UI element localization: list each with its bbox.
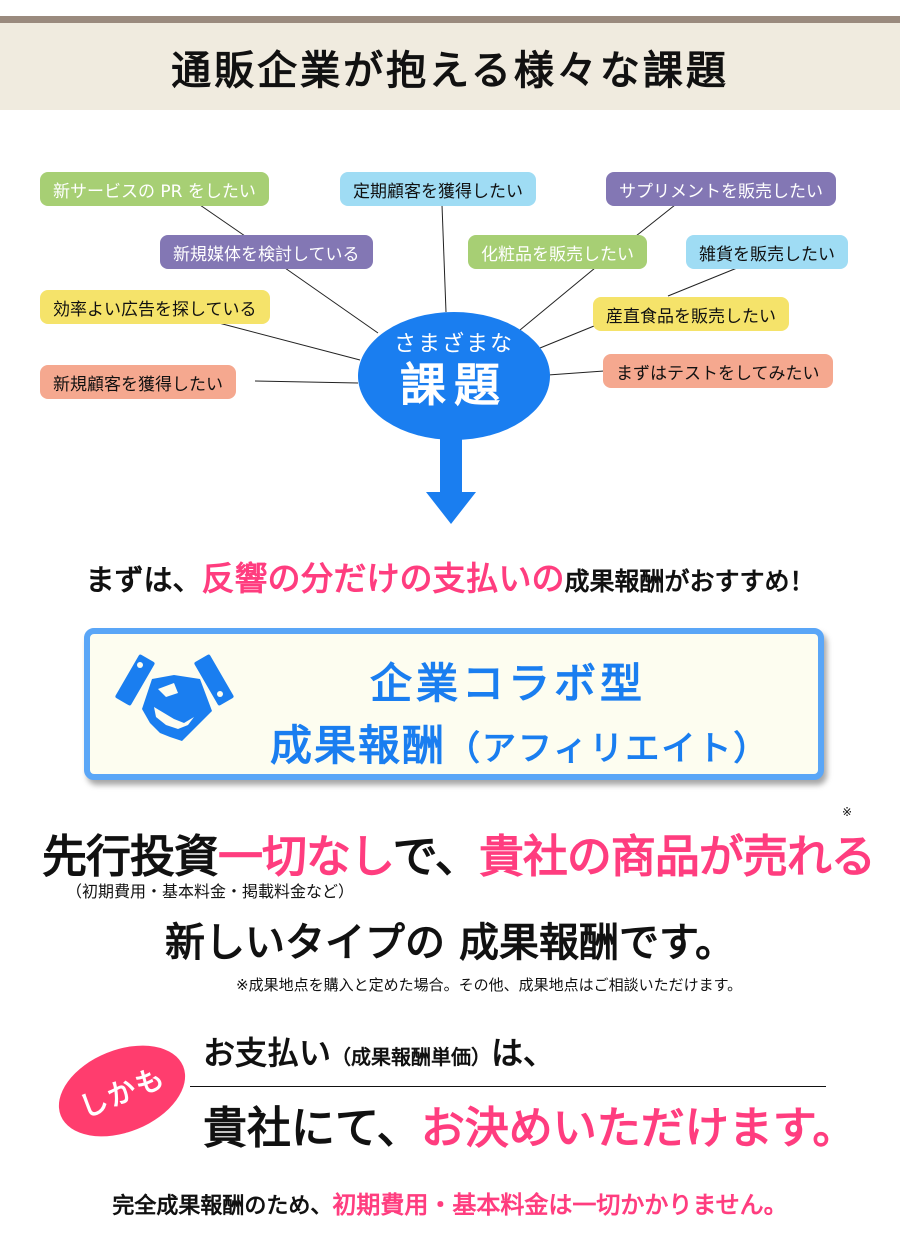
pay-paren: （成果報酬単価） (331, 1045, 492, 1069)
recommendation-line: まずは、反響の分だけの支払いの成果報酬がおすすめ！ (0, 552, 900, 600)
connector-line (284, 267, 379, 334)
connector-line (635, 204, 676, 237)
issue-tag: 雑貨を販売したい (686, 235, 848, 269)
shikamo-text: しかも (74, 1060, 171, 1125)
footer-pink: 初期費用・基本料金は一切かかりません。 (332, 1191, 788, 1219)
connector-line (214, 321, 361, 361)
issue-label: まずはテストをしてみたい (616, 363, 820, 384)
issue-label: 新サービスの PR をしたい (53, 181, 256, 202)
issue-label: 産直食品を販売したい (606, 306, 776, 327)
connector-line (254, 380, 359, 384)
issue-label: 効率よい広告を探している (53, 299, 257, 320)
center-issue-bubble: さまざまな 課題 (358, 312, 550, 440)
header-accent-bar (0, 16, 900, 23)
rec-highlight: 反響の分だけの支払いの (201, 559, 565, 598)
rec-suffix: 成果報酬がおすすめ！ (564, 567, 815, 596)
footer-line: 完全成果報酬のため、初期費用・基本料金は一切かかりません。 (0, 1185, 900, 1220)
pitch-footnote: ※成果地点を購入と定めた場合。その他、成果地点はご相談いただけます。 (236, 976, 743, 994)
down-arrow-icon (440, 438, 462, 494)
connector-line (441, 204, 447, 313)
collab-title-main: 成果報酬 (270, 721, 447, 770)
connector-line (199, 204, 246, 237)
issue-label: 新規顧客を獲得したい (53, 374, 223, 395)
shikamo-badge: しかも (45, 1028, 199, 1154)
connector-lines (199, 204, 738, 384)
pitch-line2: 新しいタイプの 成果報酬です。 (165, 920, 735, 966)
center-small-text: さまざまな (393, 332, 514, 357)
connector-line (539, 325, 595, 349)
pitch-headline: 先行投資一切なしで、貴社の商品が売れる (42, 820, 876, 885)
issue-tag: 化粧品を販売したい (468, 235, 647, 269)
rec-prefix: まずは、 (85, 563, 202, 597)
issue-tag: 定期顧客を獲得したい (340, 172, 536, 206)
collab-title-paren: （アフィリエイト） (446, 729, 770, 769)
header: 通販企業が抱える様々な課題 (0, 23, 900, 110)
issue-tag: 産直食品を販売したい (593, 297, 789, 331)
page-title: 通販企業が抱える様々な課題 (171, 47, 729, 94)
center-big-text: 課題 (400, 358, 508, 412)
collab-affiliate-box: 企業コラボ型 成果報酬（アフィリエイト） (84, 628, 824, 780)
issue-tag: まずはテストをしてみたい (603, 354, 833, 388)
connector-line (519, 267, 596, 331)
pitch-part3: で、 (392, 830, 480, 883)
issue-tag: 新サービスの PR をしたい (40, 172, 269, 206)
issue-label: サプリメントを販売したい (619, 181, 823, 202)
issue-tag: 効率よい広告を探している (40, 290, 270, 324)
handshake-icon (115, 654, 234, 741)
issue-label: 定期顧客を獲得したい (353, 181, 523, 202)
pitch-subnote: （初期費用・基本料金・掲載料金など） (66, 882, 355, 901)
decide-pink: お決めいただけます。 (420, 1103, 857, 1154)
pitch-part4: 貴社の商品が売れる (478, 830, 876, 883)
issue-tag: 新規顧客を獲得したい (40, 365, 236, 399)
issue-label: 新規媒体を検討している (173, 244, 360, 265)
collab-title-line2: 成果報酬（アフィリエイト） (270, 712, 769, 773)
pitch-part2: 一切なし (218, 830, 394, 883)
issue-label: 化粧品を販売したい (481, 244, 634, 265)
divider (190, 1086, 826, 1087)
decide-black: 貴社にて、 (203, 1103, 421, 1154)
decide-line: 貴社にて、お決めいただけます。 (203, 1092, 856, 1156)
issue-tag: サプリメントを販売したい (606, 172, 836, 206)
issue-label: 雑貨を販売したい (699, 244, 835, 265)
pay-main: お支払い (203, 1034, 332, 1072)
payment-line: お支払い（成果報酬単価）は、 (203, 1028, 555, 1074)
pitch-part1: 先行投資 (42, 830, 219, 883)
connector-line (667, 267, 738, 297)
arrow-head-icon (426, 492, 476, 524)
pay-end: は、 (491, 1034, 556, 1072)
issue-tag: 新規媒体を検討している (160, 235, 373, 269)
connector-line (547, 370, 605, 376)
footer-black: 完全成果報酬のため、 (112, 1194, 333, 1219)
collab-title-line1: 企業コラボ型 (370, 659, 647, 708)
asterisk-mark: ※ (842, 805, 853, 819)
